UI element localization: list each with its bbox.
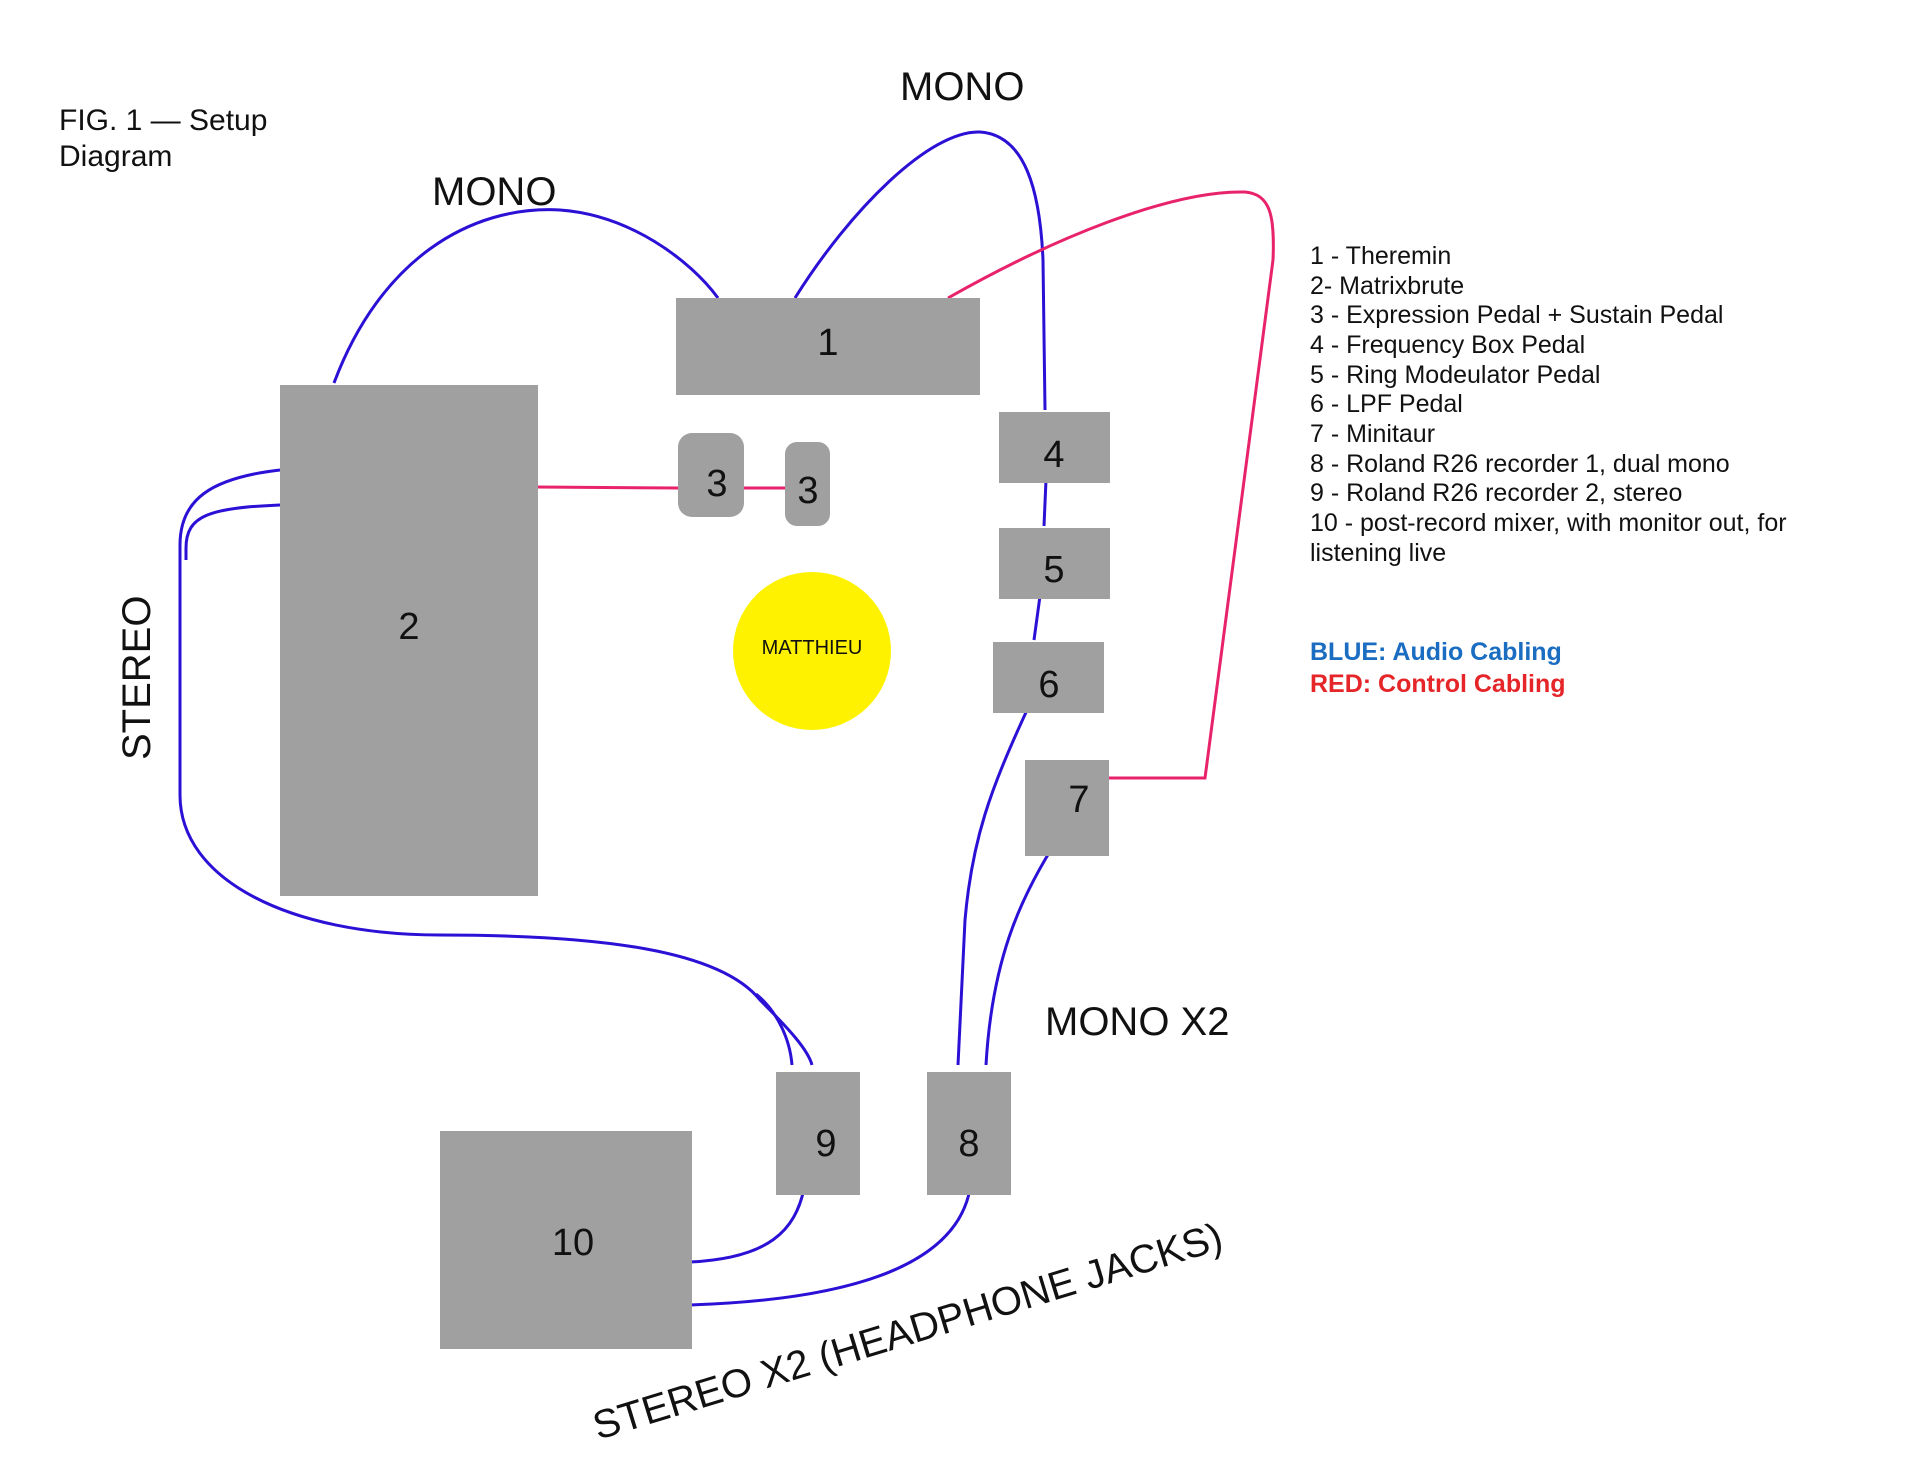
- key-control-cabling: RED: Control Cabling: [1310, 670, 1566, 698]
- box-matrixbrute-label: 2: [398, 606, 419, 648]
- box-ring-modulator-label: 5: [1043, 549, 1064, 591]
- box-sustain-pedal: [785, 442, 830, 526]
- cable-9-to-10: [689, 1188, 806, 1264]
- box-minitaur-label: 7: [1068, 779, 1089, 821]
- cable-stereo-2-to-9-b: [184, 503, 794, 1066]
- cable-8-to-10: [689, 1188, 972, 1307]
- performer-name: MATTHIEU: [762, 637, 863, 659]
- cable-control-2-to-3: [536, 485, 679, 490]
- box-recorder-1-label: 8: [958, 1123, 979, 1165]
- box-minitaur: [1025, 760, 1109, 856]
- legend-item: 10 - post-record mixer, with monitor out…: [1310, 509, 1787, 537]
- box-ring-modulator: [999, 528, 1110, 599]
- cable-6-to-8: [956, 707, 1030, 1066]
- cable-stereo-2-to-9-a: [178, 468, 814, 1066]
- box-theremin-label: 1: [817, 322, 838, 364]
- legend-item: 1 - Theremin: [1310, 242, 1451, 270]
- equipment: 1 2 3 3 4 5 6 7 8 9 10: [280, 298, 1110, 1349]
- legend-item: 3 - Expression Pedal + Sustain Pedal: [1310, 301, 1723, 329]
- legend-item: 2- Matrixbrute: [1310, 272, 1464, 300]
- box-mixer-label: 10: [552, 1222, 594, 1264]
- box-recorder-2-label: 9: [815, 1123, 836, 1165]
- legend-item: 7 - Minitaur: [1310, 420, 1435, 448]
- box-lpf: [993, 642, 1104, 713]
- box-sustain-pedal-label: 3: [797, 470, 818, 512]
- cable-control-1-to-7: [947, 190, 1275, 780]
- box-matrixbrute: [280, 385, 538, 896]
- figure-title-line-1: FIG. 1 — Setup: [59, 104, 267, 137]
- legend-item: 4 - Frequency Box Pedal: [1310, 331, 1585, 359]
- cable-mono-1-to-4: [793, 130, 1047, 411]
- control-cables: [536, 190, 1275, 780]
- cable-5-to-6: [1032, 595, 1042, 641]
- box-mixer: [440, 1131, 692, 1349]
- legend-item: 5 - Ring Modeulator Pedal: [1310, 361, 1600, 389]
- legend: 1 - Theremin 2- Matrixbrute 3 - Expressi…: [1310, 242, 1787, 567]
- cable-label-stereo: STEREO: [115, 596, 159, 760]
- box-recorder-2: [776, 1072, 860, 1195]
- cable-label-mono-x2: MONO X2: [1045, 1000, 1229, 1044]
- cable-mono-2-to-1: [332, 208, 720, 384]
- legend-item: 6 - LPF Pedal: [1310, 390, 1463, 418]
- key-audio-cabling: BLUE: Audio Cabling: [1310, 638, 1562, 666]
- cable-7-to-8: [984, 847, 1054, 1066]
- box-expression-pedal-label: 3: [706, 463, 727, 505]
- box-recorder-1: [927, 1072, 1011, 1195]
- box-frequency-box: [999, 412, 1110, 483]
- box-theremin: [676, 298, 980, 395]
- performer-circle: [733, 572, 891, 730]
- cable-4-to-5: [1042, 479, 1048, 527]
- legend-item: 9 - Roland R26 recorder 2, stereo: [1310, 479, 1682, 507]
- box-frequency-box-label: 4: [1043, 434, 1064, 476]
- legend-item: 8 - Roland R26 recorder 1, dual mono: [1310, 450, 1730, 478]
- figure-title-line-2: Diagram: [59, 140, 172, 173]
- cable-label-mono-left: MONO: [432, 170, 556, 214]
- box-lpf-label: 6: [1038, 664, 1059, 706]
- cable-label-mono-top: MONO: [900, 65, 1024, 109]
- box-expression-pedal: [678, 433, 744, 517]
- audio-cables: [178, 130, 1054, 1307]
- legend-item: listening live: [1310, 539, 1446, 567]
